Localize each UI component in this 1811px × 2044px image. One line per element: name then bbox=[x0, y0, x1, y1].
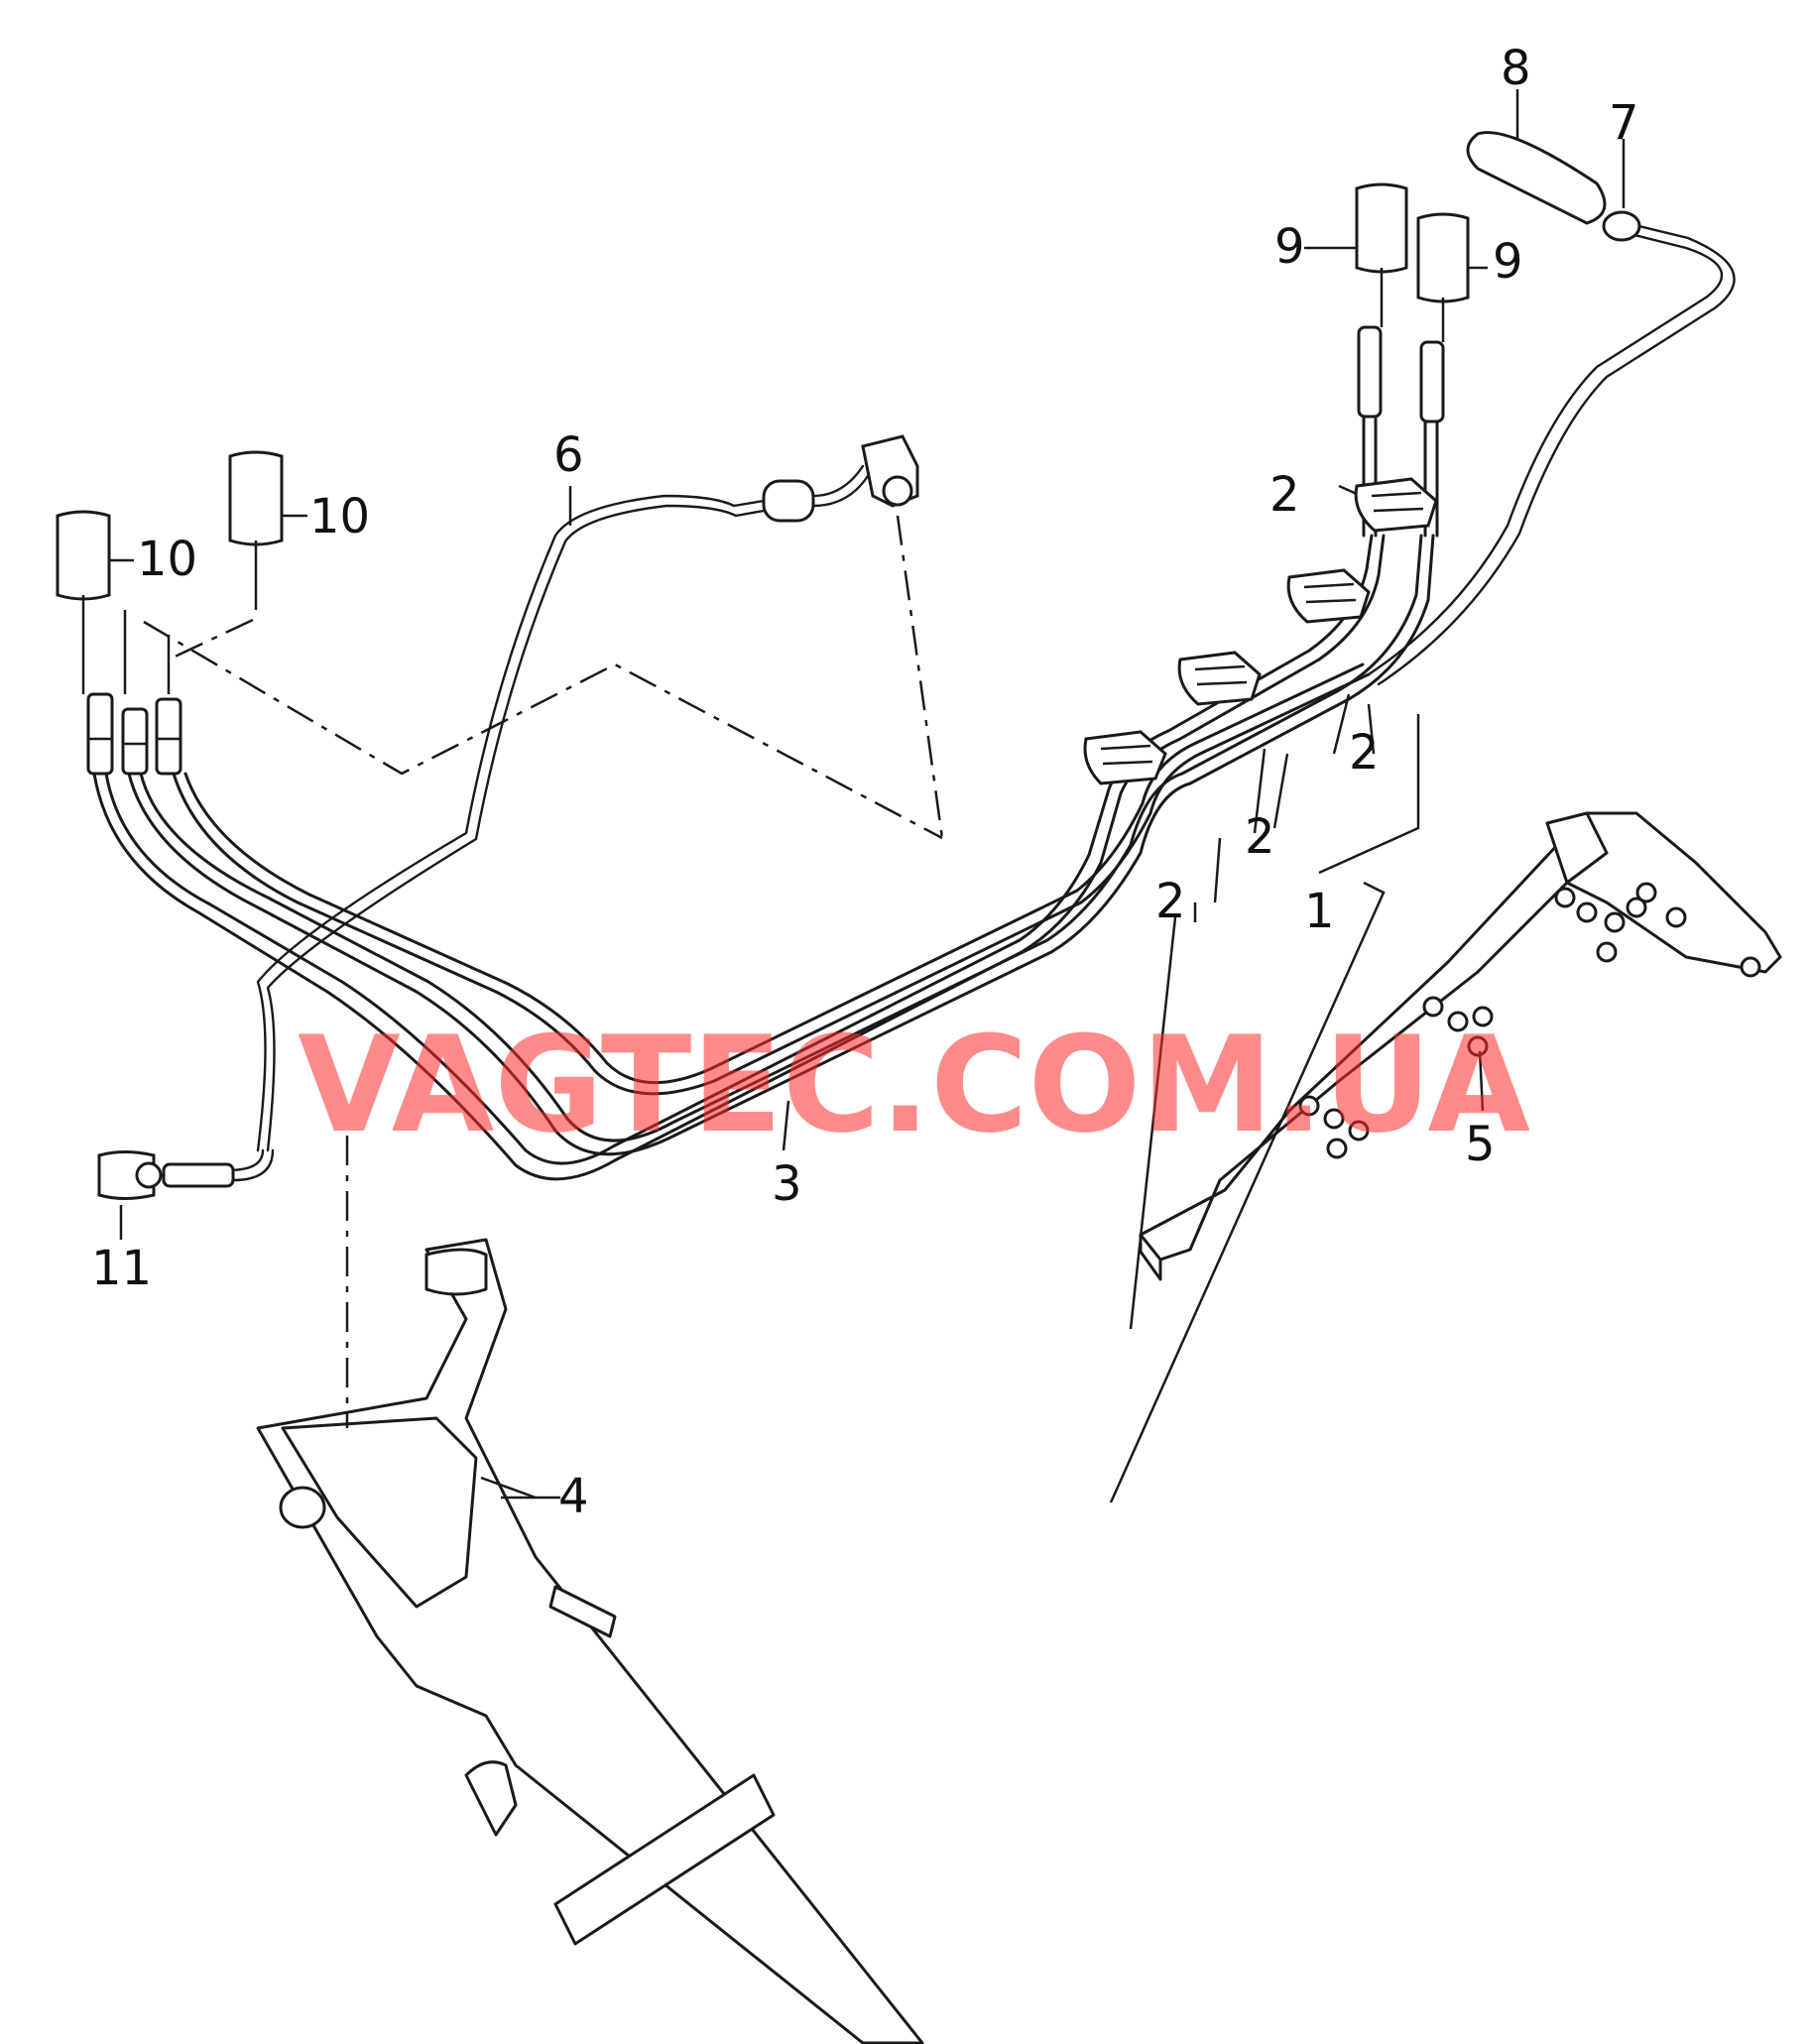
return-line bbox=[1367, 131, 1736, 686]
alignment-lines bbox=[143, 515, 944, 1428]
callout-3: 3 bbox=[772, 1156, 802, 1212]
callout-5: 5 bbox=[1465, 1117, 1496, 1172]
callout-9: 9 bbox=[1493, 234, 1523, 290]
rail-5 bbox=[1139, 811, 1782, 1281]
nut-cluster bbox=[1298, 882, 1761, 1159]
watermark: VAGTEC.COM.UA bbox=[298, 1008, 1530, 1162]
callout-10: 10 bbox=[137, 532, 197, 587]
fuel-line-bundle bbox=[92, 395, 1439, 1181]
callout-2: 2 bbox=[1269, 467, 1300, 523]
callout-2: 2 bbox=[1245, 809, 1275, 865]
callout-1: 1 bbox=[1304, 884, 1335, 939]
callout-11: 11 bbox=[91, 1241, 152, 1296]
bracket-4 bbox=[256, 1238, 924, 2044]
callout-2: 2 bbox=[1155, 874, 1186, 929]
clip-group bbox=[1083, 182, 1470, 785]
callout-9: 9 bbox=[1274, 219, 1305, 275]
callout-2: 2 bbox=[1349, 725, 1380, 781]
fuel-hose-6 bbox=[97, 434, 919, 1200]
callout-4: 4 bbox=[558, 1469, 589, 1524]
callout-7: 7 bbox=[1609, 95, 1639, 151]
leader-lines bbox=[109, 89, 1626, 1503]
callout-labels: 1 2 2 2 2 2 3 4 5 6 7 8 9 9 10 10 11 bbox=[91, 41, 1639, 1524]
callout-8: 8 bbox=[1501, 41, 1531, 96]
callout-10: 10 bbox=[309, 489, 370, 544]
clip bbox=[1286, 568, 1371, 624]
clip bbox=[1083, 730, 1167, 785]
left-connectors bbox=[56, 450, 284, 776]
callout-6: 6 bbox=[553, 427, 584, 483]
clip bbox=[1177, 651, 1262, 706]
